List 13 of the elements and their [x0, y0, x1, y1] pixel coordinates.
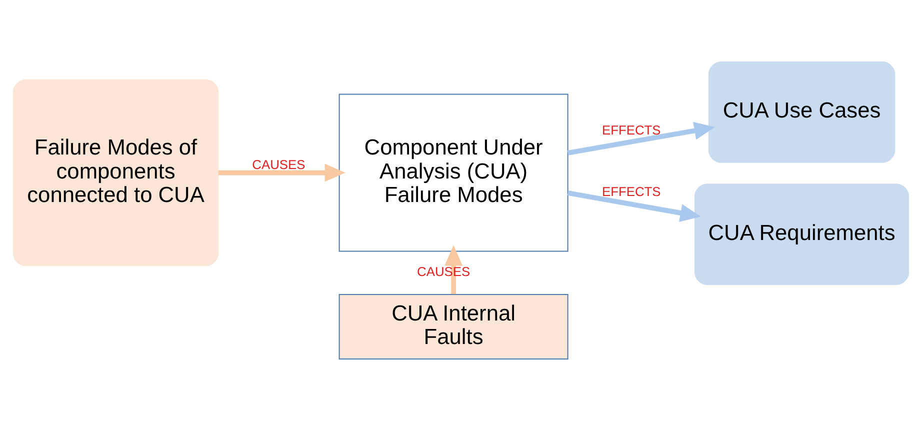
node-box: Component Under Analysis (CUA) Failure Modes	[338, 94, 568, 252]
node-box: CUA Internal Faults	[338, 294, 568, 360]
arrow	[567, 190, 701, 222]
edge-label: EFFECTS	[602, 122, 661, 138]
arrow	[218, 164, 346, 182]
node-box: Failure Modes of components connected to CUA	[12, 79, 219, 266]
arrow	[444, 245, 463, 294]
node-box: CUA Use Cases	[708, 61, 896, 163]
edge-label: CAUSES	[252, 157, 306, 172]
edge-label: CAUSES	[417, 264, 470, 280]
arrow	[567, 122, 715, 156]
edge-label: EFFECTS	[602, 184, 661, 199]
node-box: CUA Requirements	[694, 184, 910, 286]
